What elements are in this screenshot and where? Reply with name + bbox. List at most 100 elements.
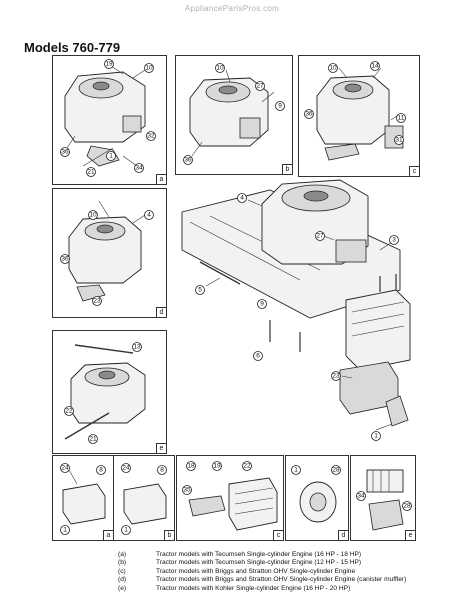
legend-text: Tractor models with Briggs and Stratton … xyxy=(156,567,356,575)
callout-a-1: 10 xyxy=(144,63,154,73)
svg-text:36: 36 xyxy=(305,111,313,118)
legend-key: (d) xyxy=(118,576,127,584)
legend-row: (d) Tractor models with Briggs and Stratt… xyxy=(118,576,448,584)
svg-text:36: 36 xyxy=(61,149,69,156)
svg-text:36: 36 xyxy=(61,256,69,263)
callout-a-5: 32 xyxy=(146,131,156,141)
callout-bd-1: 28 xyxy=(331,465,341,475)
muffler-drawing-d: 1 28 xyxy=(291,465,341,523)
panel-letter-e: e xyxy=(156,443,166,453)
svg-text:35: 35 xyxy=(183,487,191,494)
bottom-letter-c: c xyxy=(273,530,283,540)
legend-text: Tractor models with Briggs and Stratton … xyxy=(156,576,407,584)
callout-main-5: 6 xyxy=(253,351,263,361)
callout-c-4: 31 xyxy=(394,135,404,145)
bottom-panel-b: 24 8 1 b xyxy=(113,455,175,541)
callout-be-0: 34 xyxy=(356,491,366,501)
panel-e: 13 22 21 e xyxy=(52,330,167,454)
svg-text:10: 10 xyxy=(89,212,97,219)
panel-letter-b: b xyxy=(282,164,292,174)
svg-text:8: 8 xyxy=(99,467,103,474)
svg-text:13: 13 xyxy=(133,344,141,351)
callout-b-1: 27 xyxy=(255,81,265,91)
callout-main-1: 27 xyxy=(315,231,325,241)
svg-text:5: 5 xyxy=(198,287,202,294)
callout-b-3: 9 xyxy=(275,101,285,111)
engine-drawing-c: 10 14 36 11 31 xyxy=(304,61,406,161)
svg-text:1: 1 xyxy=(124,527,128,534)
svg-text:18: 18 xyxy=(187,463,195,470)
muffler-drawing-e: 34 28 xyxy=(356,469,412,531)
callout-d-1: 4 xyxy=(144,210,154,220)
legend-row: (b) Tractor models with Tecumseh Single-c… xyxy=(118,559,448,567)
engine-drawing-b: 10 27 36 9 xyxy=(183,63,285,165)
callout-a-6: 34 xyxy=(134,163,144,173)
callout-bd-0: 1 xyxy=(291,465,301,475)
bottom-panel-c: 18 19 35 22 c xyxy=(176,455,284,541)
bottom-panel-e: 34 28 e xyxy=(350,455,416,541)
bottom-panel-d: 1 28 d xyxy=(285,455,349,541)
callout-main-2: 3 xyxy=(389,235,399,245)
svg-text:19: 19 xyxy=(213,463,221,470)
panel-letter-a: a xyxy=(156,174,166,184)
svg-text:4: 4 xyxy=(147,212,151,219)
svg-text:27: 27 xyxy=(256,83,264,90)
callout-be-1: 28 xyxy=(402,501,412,511)
callout-a-2: 36 xyxy=(60,147,70,157)
svg-text:23: 23 xyxy=(332,373,340,380)
svg-text:24: 24 xyxy=(61,465,69,472)
svg-text:1: 1 xyxy=(294,467,298,474)
callout-a-4: 21 xyxy=(86,167,96,177)
svg-text:24: 24 xyxy=(122,465,130,472)
callout-d-2: 36 xyxy=(60,254,70,264)
legend-key: (c) xyxy=(118,567,126,575)
svg-text:21: 21 xyxy=(89,436,97,443)
muffler-drawing-b: 24 8 1 xyxy=(121,463,167,535)
svg-text:22: 22 xyxy=(243,463,251,470)
legend-row: (a)Tractor models with Tecumseh Single-c… xyxy=(118,551,448,559)
panel-d: 10 4 36 23 d xyxy=(52,188,167,318)
legend: (a)Tractor models with Tecumseh Single-c… xyxy=(118,551,448,593)
callout-c-3: 11 xyxy=(396,113,406,123)
callout-bb-0: 24 xyxy=(121,463,131,473)
callout-e-1: 22 xyxy=(64,406,74,416)
legend-row: (c) Tractor models with Briggs and Stratt… xyxy=(118,568,448,576)
svg-text:32: 32 xyxy=(147,133,155,140)
callout-d-3: 23 xyxy=(92,296,102,306)
callout-c-1: 14 xyxy=(370,61,380,71)
panel-letter-d: d xyxy=(156,307,166,317)
svg-text:27: 27 xyxy=(316,233,324,240)
legend-key: (b) xyxy=(118,559,127,567)
callout-ba-0: 24 xyxy=(60,463,70,473)
callout-bb-1: 8 xyxy=(157,465,167,475)
callout-bc-0: 18 xyxy=(186,461,196,471)
engine-drawing-d: 10 4 36 23 xyxy=(60,200,154,306)
svg-text:6: 6 xyxy=(256,353,260,360)
svg-text:9: 9 xyxy=(260,301,264,308)
svg-text:10: 10 xyxy=(216,65,224,72)
bottom-letter-e: e xyxy=(405,530,415,540)
callout-main-0: 4 xyxy=(237,193,247,203)
svg-text:10: 10 xyxy=(145,65,153,72)
page-title: Models 760-779 xyxy=(24,40,121,55)
svg-text:28: 28 xyxy=(332,467,340,474)
svg-text:34: 34 xyxy=(135,165,143,172)
panel-a: 19 10 36 1 21 32 34 a xyxy=(52,55,167,185)
bottom-panel-a: 24 8 1 a xyxy=(52,455,114,541)
legend-text: Tractor models with Tecumseh Single-cyli… xyxy=(156,551,362,558)
panel-c: 10 14 36 11 31 c xyxy=(298,55,420,177)
callout-a-3: 1 xyxy=(106,151,116,161)
callout-bc-1: 19 xyxy=(212,461,222,471)
callout-c-2: 36 xyxy=(304,109,314,119)
svg-text:9: 9 xyxy=(278,103,282,110)
bottom-letter-b: b xyxy=(164,530,174,540)
legend-row: (e)Tractor models with Kohler Single-cyl… xyxy=(118,585,448,593)
svg-text:1: 1 xyxy=(63,527,67,534)
svg-text:1: 1 xyxy=(374,433,378,440)
muffler-drawing-a: 24 8 1 xyxy=(60,463,106,535)
bottom-letter-a: a xyxy=(103,530,113,540)
watermark: AppliancePartsPros.com xyxy=(184,4,280,13)
svg-text:4: 4 xyxy=(240,195,244,202)
legend-text: Tractor models with Tecumseh Single-cyli… xyxy=(156,559,362,567)
callout-main-4: 9 xyxy=(257,299,267,309)
